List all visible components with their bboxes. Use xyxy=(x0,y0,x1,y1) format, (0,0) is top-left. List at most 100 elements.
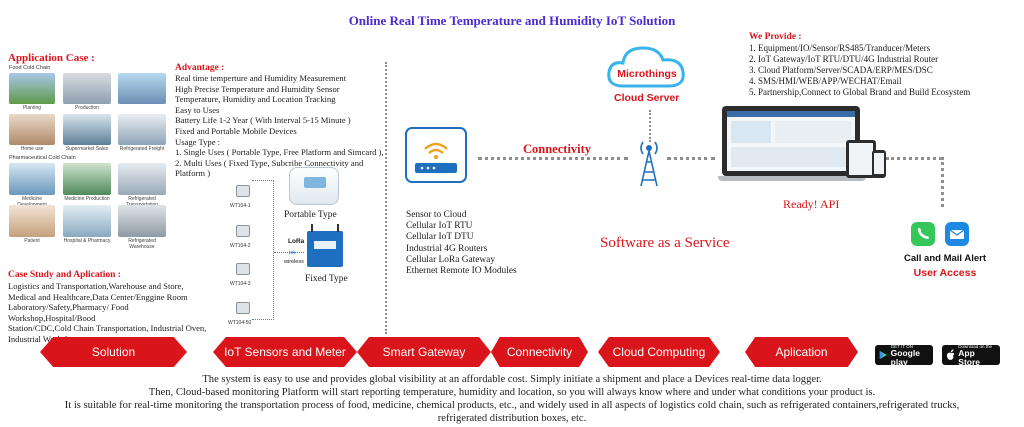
caption: Hospital & Pharmacy xyxy=(63,238,111,244)
advantage-line: Easy to Uses xyxy=(175,104,220,115)
case-study-heading: Case Study and Aplication : xyxy=(8,270,121,280)
gateway-list: Sensor to Cloud Cellular IoT RTU Cellula… xyxy=(406,210,517,277)
case-study-line: Station/CDC,Cold Chain Transportation, I… xyxy=(8,323,207,334)
wireless-label: wireless xyxy=(284,259,304,265)
description-line: It is suitable for real-time monitoring … xyxy=(64,400,960,411)
food-chain-label: Food Cold Chain xyxy=(9,65,51,71)
case-study-line: Industrial Workshop, etc xyxy=(8,333,93,344)
we-provide-list: 1. Equipment/IO/Sensor/RS485/Tranducer/M… xyxy=(749,43,1019,98)
gateway-line: Industrial 4G Routers xyxy=(406,243,488,254)
portable-device-icon xyxy=(289,167,339,205)
sensor-label: WT104-3 xyxy=(230,281,251,287)
photo-patient xyxy=(9,205,55,237)
advantage-line: Usage Type : xyxy=(175,136,221,147)
advantage-list: Real time temperture and Humidity Measur… xyxy=(175,73,385,179)
phone-call-icon xyxy=(911,222,935,246)
sensor-label: WT104-2 xyxy=(230,243,251,249)
pill-cloud-computing: Cloud Computing xyxy=(598,337,720,367)
page-title: Online Real Time Temperature and Humidit… xyxy=(348,13,676,28)
case-study-line: Laboratory/Safety,Pharmacy/ Food Worksho… xyxy=(8,302,129,323)
app-store-badge[interactable]: Download on the App Store xyxy=(942,343,1000,367)
api-link-vertical xyxy=(941,157,944,207)
mail-icon xyxy=(945,222,969,246)
cloud-icon xyxy=(607,46,685,88)
pill-iot-sensors: IoT Sensors and Meter xyxy=(213,337,357,367)
cloud-link-line xyxy=(649,110,651,142)
phone-icon xyxy=(872,150,886,178)
caption: Medicine Production xyxy=(64,196,110,202)
photo-warehouse xyxy=(118,205,166,237)
description-line: refrigerated distribution boxes, etc. xyxy=(437,413,587,424)
portable-type-label: Portable Type xyxy=(284,210,337,220)
pill-application: Aplication xyxy=(745,337,858,367)
apple-small-text: Download on the xyxy=(958,343,993,349)
tablet-icon xyxy=(846,140,876,178)
user-access-label: User Access xyxy=(913,267,977,279)
laptop-base xyxy=(718,176,866,181)
signal-arrows-icon: ››› xyxy=(288,247,296,258)
photo-freight xyxy=(118,114,166,145)
lora-label: LoRa xyxy=(288,238,305,245)
advantage-line: High Precise Temperature and Humidity Se… xyxy=(175,83,340,94)
caption: Refrigerated Warehouse xyxy=(128,238,156,250)
advantage-line: Fixed and Portable Mobile Devices xyxy=(175,125,297,136)
caption: Production xyxy=(75,105,99,111)
api-link-line xyxy=(886,157,942,160)
fixed-device-icon xyxy=(307,224,343,267)
cloud-server-label: Cloud Server xyxy=(614,92,680,104)
sensor-bracket xyxy=(252,180,274,320)
apple-icon xyxy=(946,349,955,360)
provide-line: 5. Partnership,Connect to Global Brand a… xyxy=(749,87,971,97)
connection-line-left xyxy=(478,157,628,160)
photo-medicine-prod xyxy=(63,163,111,195)
description-line: The system is easy to use and provides g… xyxy=(202,374,822,385)
ready-api-label: Ready! API xyxy=(783,197,840,211)
photo-home xyxy=(9,114,55,145)
play-store-icon xyxy=(879,351,887,359)
gateway-line: Cellular LoRa Gateway xyxy=(406,254,496,265)
pharma-chain-label: Pharmaceutical Cold Chain xyxy=(9,155,76,161)
pill-solution: Solution xyxy=(40,337,187,367)
application-photo-grid: Food Cold Chain Planting Production Home… xyxy=(6,64,169,264)
photo-planting xyxy=(9,73,55,104)
pill-smart-gateway: Smart Gateway xyxy=(357,337,491,367)
google-small-text: GET IT ON xyxy=(890,343,914,349)
wifi-icon xyxy=(415,142,457,173)
provide-line: 4. SMS/HMI/WEB/APP/WECHAT/Email xyxy=(749,76,902,86)
gateway-line: Ethernet Remote IO Modules xyxy=(406,266,517,277)
advantage-line: Temperature, Humidity and Location Track… xyxy=(175,94,336,105)
advantage-line: Battery Life 1-2 Year ( With Interval 5-… xyxy=(175,115,351,126)
case-study-list: Logistics and Transportation,Warehouse a… xyxy=(8,281,218,345)
apple-big-text: App Store xyxy=(958,347,981,367)
laptop-icon xyxy=(722,106,860,176)
fixed-type-label: Fixed Type xyxy=(305,274,348,284)
description-paragraph: The system is easy to use and provides g… xyxy=(0,373,1024,425)
caption: Patient xyxy=(24,238,40,244)
section-divider xyxy=(385,62,387,334)
sensor-link-line xyxy=(274,252,304,253)
saas-label: Software as a Service xyxy=(600,235,730,251)
provide-line: 1. Equipment/IO/Sensor/RS485/Tranducer/M… xyxy=(749,43,931,53)
advantage-heading: Advantage : xyxy=(175,63,225,73)
photo-hospital xyxy=(63,205,111,237)
sensor-icon xyxy=(236,302,250,314)
router-icon xyxy=(405,127,467,183)
connectivity-label: Connectivity xyxy=(523,142,592,156)
we-provide-heading: We Provide : xyxy=(749,32,802,42)
advantage-line: 1. Single Uses ( Portable Type, Free Pla… xyxy=(175,147,384,158)
gateway-line: Sensor to Cloud xyxy=(406,210,467,220)
cell-tower-icon xyxy=(640,141,658,187)
gateway-line: Cellular IoT DTU xyxy=(406,232,474,243)
google-big-text: Google play xyxy=(890,347,920,367)
description-line: Then, Cloud-based monitoring Platform wi… xyxy=(148,387,876,398)
caption: Planting xyxy=(22,105,42,111)
advantage-line: Real time temperture and Humidity Measur… xyxy=(175,73,347,83)
cloud-brand: Microthings xyxy=(617,68,677,80)
call-mail-label: Call and Mail Alert xyxy=(904,253,986,264)
google-play-badge[interactable]: GET IT ON Google play xyxy=(875,343,933,367)
photo-production xyxy=(63,73,111,104)
sensor-label: WT104-50 xyxy=(228,320,252,326)
caption: Refrigerated Freight xyxy=(119,146,165,152)
sensor-icon xyxy=(236,263,250,275)
photo-transport xyxy=(118,163,166,195)
